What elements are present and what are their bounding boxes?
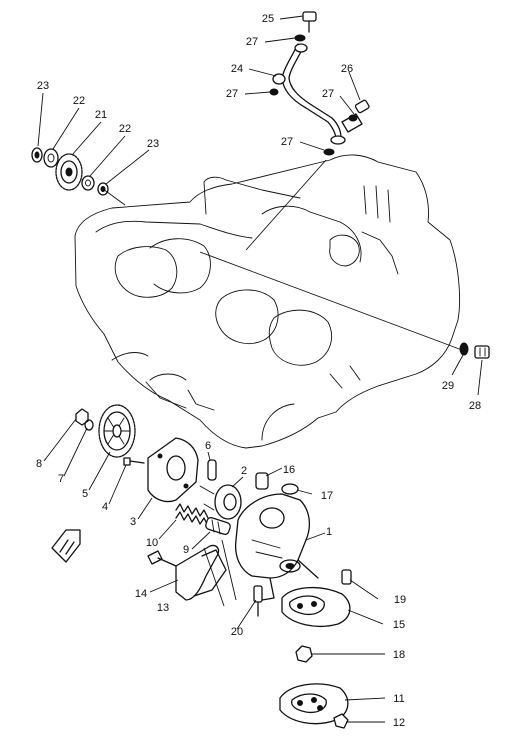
callout-27: 27	[281, 136, 293, 148]
shaft-axis-line	[245, 159, 327, 251]
part-7-washer	[84, 419, 94, 431]
callout-13: 13	[157, 602, 169, 614]
part-17-o-ring	[281, 483, 299, 495]
callout-5: 5	[82, 488, 88, 500]
callout-27: 27	[226, 88, 238, 100]
callout-23: 23	[37, 80, 49, 92]
callout-4: 4	[102, 501, 108, 513]
part-24-oil-delivery-pipe	[272, 43, 363, 145]
callout-6: 6	[205, 440, 211, 452]
callout-22: 22	[73, 95, 85, 107]
part-20-bolt	[253, 585, 263, 617]
callout-7: 7	[58, 473, 64, 485]
part-27-washer-c	[348, 114, 358, 122]
oil-passage-line	[199, 251, 463, 351]
part-15-oil-strainer	[281, 586, 351, 627]
part-27-washer-a	[294, 34, 306, 42]
part-12-screw	[333, 713, 349, 729]
leader-lines	[37, 15, 483, 723]
part-18-bolt	[295, 645, 313, 663]
part-10-spring	[175, 503, 209, 527]
callout-19: 19	[394, 594, 406, 606]
part-29-washer	[459, 342, 469, 356]
callout-8: 8	[36, 458, 42, 470]
part-6-dowel-pin	[207, 459, 217, 481]
part-28-drain-plug	[474, 345, 490, 359]
callout-28: 28	[469, 400, 481, 412]
callout-labels: 23 22 21 22 23 25 27 24 27 26 27 27 29 2…	[36, 13, 481, 729]
callout-29: 29	[442, 380, 454, 392]
callout-9: 9	[183, 544, 189, 556]
part-3-pump-cover	[147, 437, 199, 503]
callout-14: 14	[135, 588, 147, 600]
part-22-washer	[43, 148, 59, 168]
part-13-oil-pipe	[175, 539, 237, 607]
part-16-bolt	[255, 472, 269, 490]
callout-25: 25	[262, 13, 274, 25]
callout-27: 27	[322, 88, 334, 100]
part-19-bolt	[341, 569, 352, 585]
crankcase-outline	[74, 154, 460, 449]
callout-23: 23	[147, 138, 159, 150]
callout-16: 16	[283, 464, 295, 476]
callout-15: 15	[393, 619, 405, 631]
part-11-strainer-cover	[279, 683, 349, 725]
part-2-pump-rotor	[199, 484, 242, 520]
callout-20: 20	[231, 626, 243, 638]
callout-17: 17	[321, 490, 333, 502]
part-14-screw	[147, 550, 177, 567]
callout-11: 11	[393, 693, 404, 705]
part-21-sprocket-gear	[55, 153, 83, 191]
part-9-relief-valve	[205, 516, 231, 536]
callout-24: 24	[231, 63, 243, 75]
part-22-washer-inner	[81, 175, 95, 191]
part-26-banjo-bolt	[354, 99, 370, 114]
callout-1: 1	[326, 526, 332, 538]
callout-10: 10	[146, 537, 158, 549]
front-direction-arrow-icon	[51, 529, 81, 563]
part-27-washer-b	[269, 88, 279, 96]
part-25-banjo-bolt	[302, 11, 317, 33]
part-1-oil-pump-body	[234, 493, 319, 601]
part-27-washer-d	[323, 148, 335, 156]
callout-26: 26	[341, 63, 353, 75]
callout-18: 18	[393, 649, 405, 661]
part-23-washer-outer	[31, 147, 43, 163]
part-8-nut	[75, 408, 89, 426]
callout-22: 22	[119, 123, 131, 135]
callout-12: 12	[393, 717, 405, 729]
callout-2: 2	[241, 465, 247, 477]
part-4-screw	[123, 457, 145, 466]
callout-3: 3	[130, 516, 136, 528]
callout-27: 27	[246, 36, 258, 48]
callout-21: 21	[95, 109, 107, 121]
part-5-driven-gear	[98, 404, 136, 458]
